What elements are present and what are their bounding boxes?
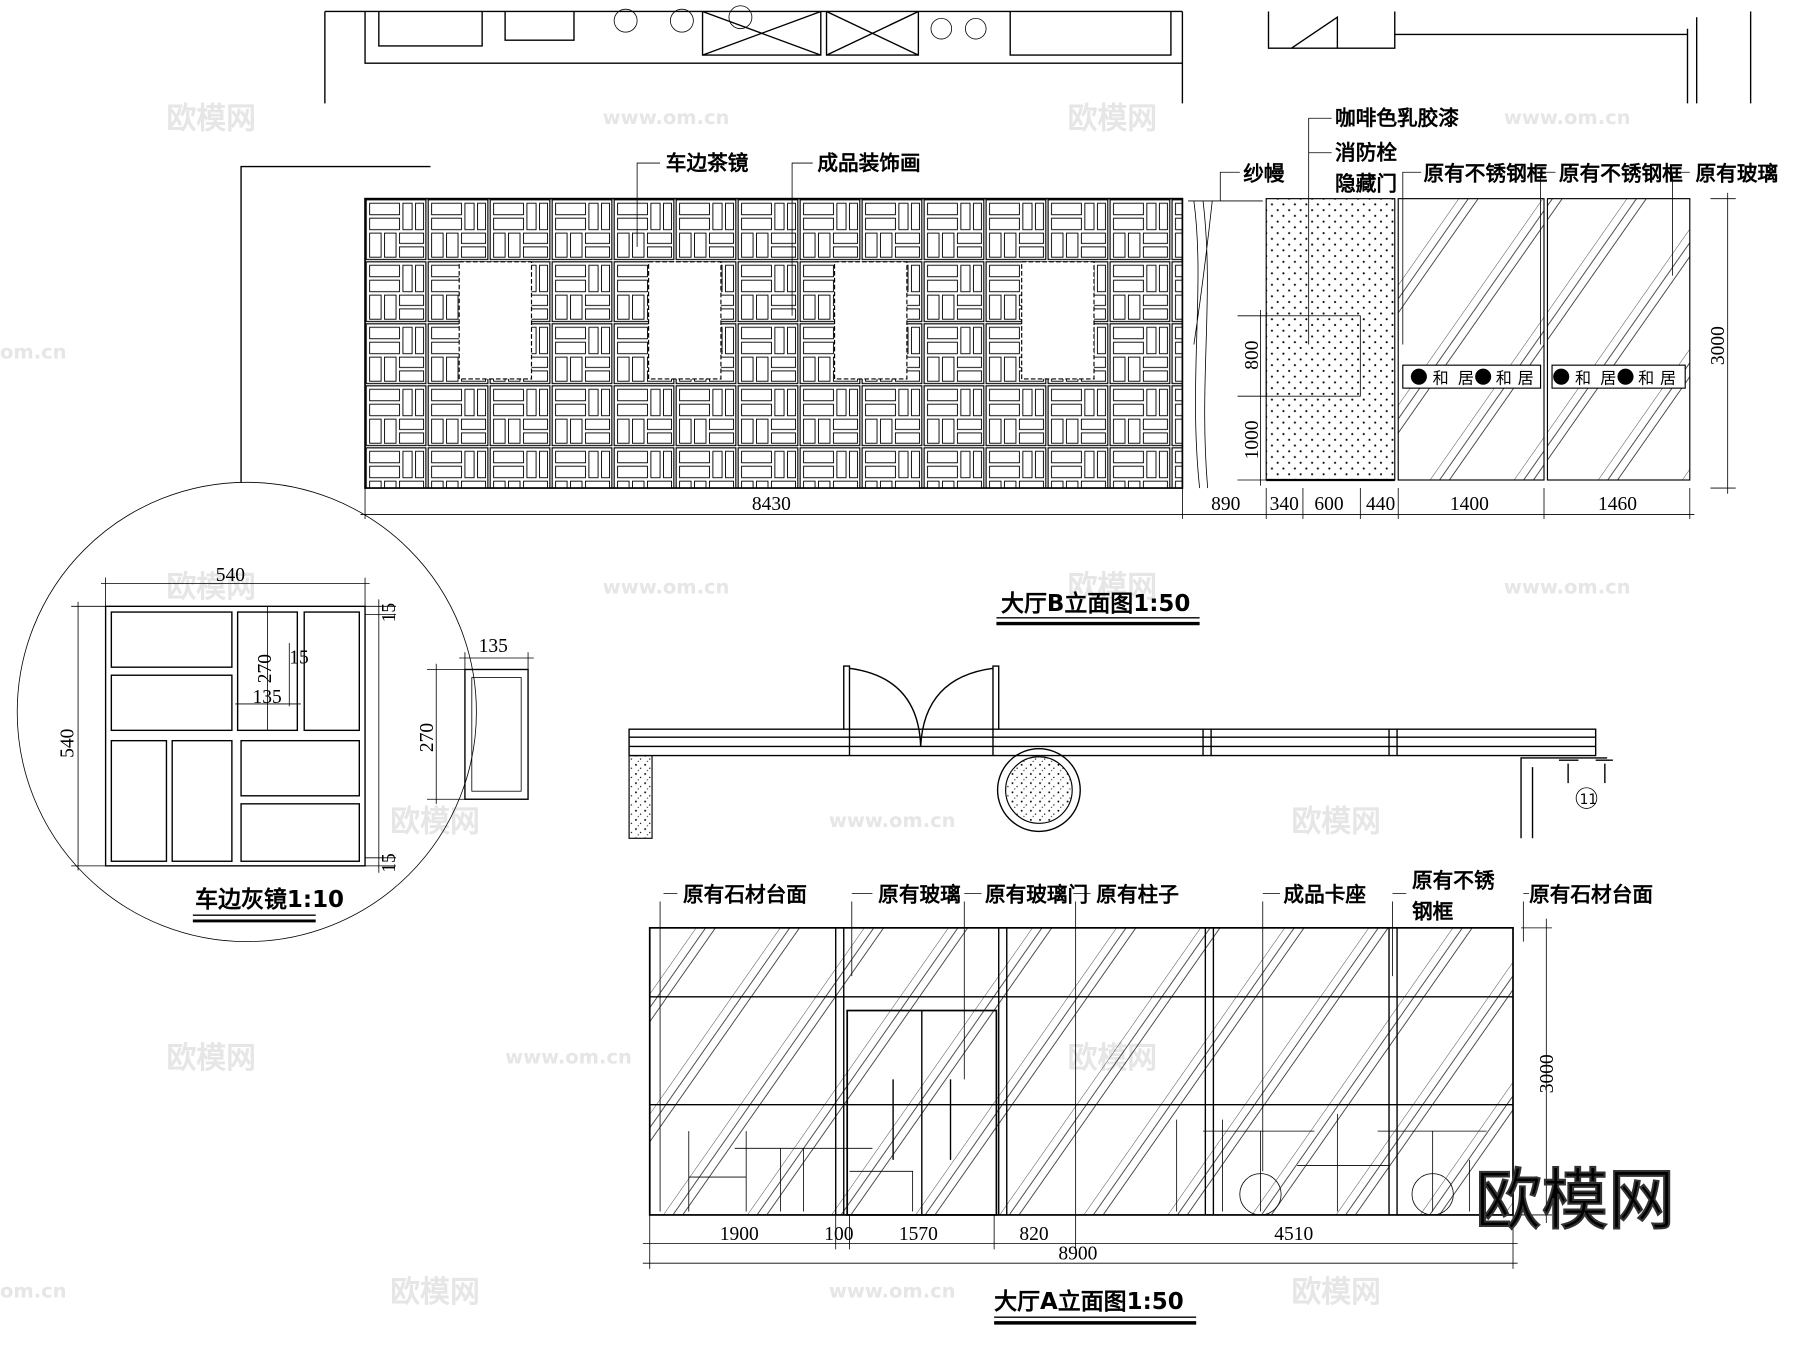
- label-steel-frame: 钢框: [1412, 900, 1454, 924]
- dim-890: 890: [1211, 494, 1240, 515]
- watermark-url: www.om.cn: [505, 1045, 632, 1068]
- dim-340: 340: [1270, 494, 1299, 515]
- band-char: 居: [1518, 369, 1534, 388]
- label-glass-door: 原有玻璃门: [985, 882, 1088, 906]
- title-elevation-a: 大厅A立面图1:50: [994, 1288, 1184, 1315]
- dim-1460: 1460: [1598, 494, 1637, 515]
- top-plan-fragment: [324, 5, 1752, 104]
- watermark-url: www.om.cn: [829, 809, 956, 832]
- dim-1400: 1400: [1450, 494, 1489, 515]
- band-char: 居: [1600, 369, 1616, 388]
- watermark-url: www.om.cn: [1504, 106, 1631, 129]
- booth-furniture: [688, 1113, 1487, 1216]
- label-curtain: 纱幔: [1243, 161, 1285, 185]
- watermark-url: www.om.cn: [603, 576, 730, 599]
- watermarks: 欧模网 www.om.cn 欧模网 www.om.cn om.cn 欧模网 ww…: [0, 102, 1631, 1311]
- watermark-logo: 欧模网: [1291, 1275, 1381, 1310]
- dim-600: 600: [1314, 494, 1343, 515]
- dim-bottom-gap: 15: [379, 853, 400, 873]
- plan-fragment: 11: [628, 665, 1613, 839]
- dim-800: 800: [1242, 341, 1263, 370]
- painted-panel: [1265, 198, 1396, 481]
- label-mirror: 车边茶镜: [666, 151, 749, 175]
- dim-440: 440: [1366, 494, 1395, 515]
- dim-height: 540: [57, 729, 78, 758]
- label-stone-right: 原有石材台面: [1529, 882, 1653, 906]
- watermark-url: om.cn: [0, 340, 67, 363]
- band-char: 和: [1496, 369, 1512, 388]
- watermark-url: www.om.cn: [829, 1280, 956, 1303]
- label-booth: 成品卡座: [1283, 882, 1366, 906]
- title-detail: 车边灰镜1:10: [195, 886, 344, 913]
- glass-facade: [648, 926, 1514, 1216]
- label-glass: 原有玻璃: [1696, 161, 1779, 185]
- title-elevation-b: 大厅B立面图1:50: [1001, 590, 1190, 617]
- label-painting: 成品装饰画: [817, 151, 920, 175]
- elevation-b: 和居 和居 和居 和居 车边茶镜 成品装饰画 纱幔 咖啡色乳胶漆 消防栓 隐藏门…: [240, 106, 1779, 626]
- label-glass: 原有玻璃: [878, 882, 961, 906]
- watermark-logo: 欧模网: [1068, 102, 1158, 137]
- brand-watermark-logo: 欧模网: [1475, 1161, 1675, 1239]
- dim-820: 820: [1019, 1224, 1048, 1245]
- dim-1000: 1000: [1242, 420, 1263, 459]
- glass-panel: [1397, 198, 1545, 481]
- watermark-logo: 欧模网: [1068, 570, 1158, 605]
- band-char: 和: [1575, 369, 1591, 388]
- band-char: 居: [1458, 369, 1474, 388]
- watermark-url: om.cn: [0, 1280, 67, 1303]
- dim-1570: 1570: [899, 1224, 938, 1245]
- watermark-logo: 欧模网: [390, 804, 480, 839]
- plan-tag: 11: [1580, 792, 1598, 808]
- band-char: 居: [1660, 369, 1676, 388]
- watermark-logo: 欧模网: [166, 570, 256, 605]
- logo-band: 和居 和居 和居 和居: [1410, 369, 1676, 388]
- dim-unit-width: 135: [479, 636, 508, 657]
- band-char: 和: [1638, 369, 1654, 388]
- dim-inner-135: 135: [253, 687, 282, 708]
- label-steel-frame: 原有不锈钢框: [1559, 161, 1683, 185]
- label-column: 原有柱子: [1096, 882, 1179, 906]
- watermark-url: www.om.cn: [1504, 576, 1631, 599]
- dim-100: 100: [824, 1224, 853, 1245]
- label-steel-frame: 原有不锈: [1412, 869, 1495, 893]
- glass-panel: [1546, 198, 1691, 481]
- elevation-a: 原有石材台面 原有玻璃 原有玻璃门 原有柱子 成品卡座 原有不锈 钢框 原有石材…: [642, 869, 1653, 1325]
- band-char: 和: [1433, 369, 1449, 388]
- label-steel-frame: 原有不锈钢框: [1423, 161, 1547, 185]
- dim-1900: 1900: [720, 1224, 759, 1245]
- curtain: [1188, 200, 1263, 489]
- dim-8900: 8900: [1058, 1244, 1097, 1265]
- watermark-url: www.om.cn: [603, 106, 730, 129]
- dim-inner-15: 15: [289, 648, 308, 669]
- dim-height-3000: 3000: [1537, 1054, 1558, 1093]
- label-hidden-door: 隐藏门: [1335, 172, 1397, 196]
- label-stone-left: 原有石材台面: [683, 882, 807, 906]
- watermark-logo: 欧模网: [1291, 804, 1381, 839]
- dim-height-3000: 3000: [1708, 326, 1729, 365]
- watermark-logo: 欧模网: [166, 1041, 256, 1076]
- decorative-paintings: [458, 261, 1095, 380]
- dim-width: 540: [216, 565, 245, 586]
- dim-inner-270: 270: [255, 654, 276, 683]
- dim-8430: 8430: [752, 494, 791, 515]
- dim-4510: 4510: [1274, 1224, 1313, 1245]
- label-paint: 咖啡色乳胶漆: [1335, 106, 1459, 130]
- mirror-detail: 540 540 15 15 270 15 135 135 270 车边灰镜1:1…: [16, 481, 534, 943]
- dim-top-gap: 15: [379, 603, 400, 623]
- dim-unit-height: 270: [417, 723, 438, 752]
- label-hydrant: 消防栓: [1335, 141, 1397, 165]
- watermark-logo: 欧模网: [390, 1275, 480, 1310]
- watermark-logo: 欧模网: [166, 102, 256, 137]
